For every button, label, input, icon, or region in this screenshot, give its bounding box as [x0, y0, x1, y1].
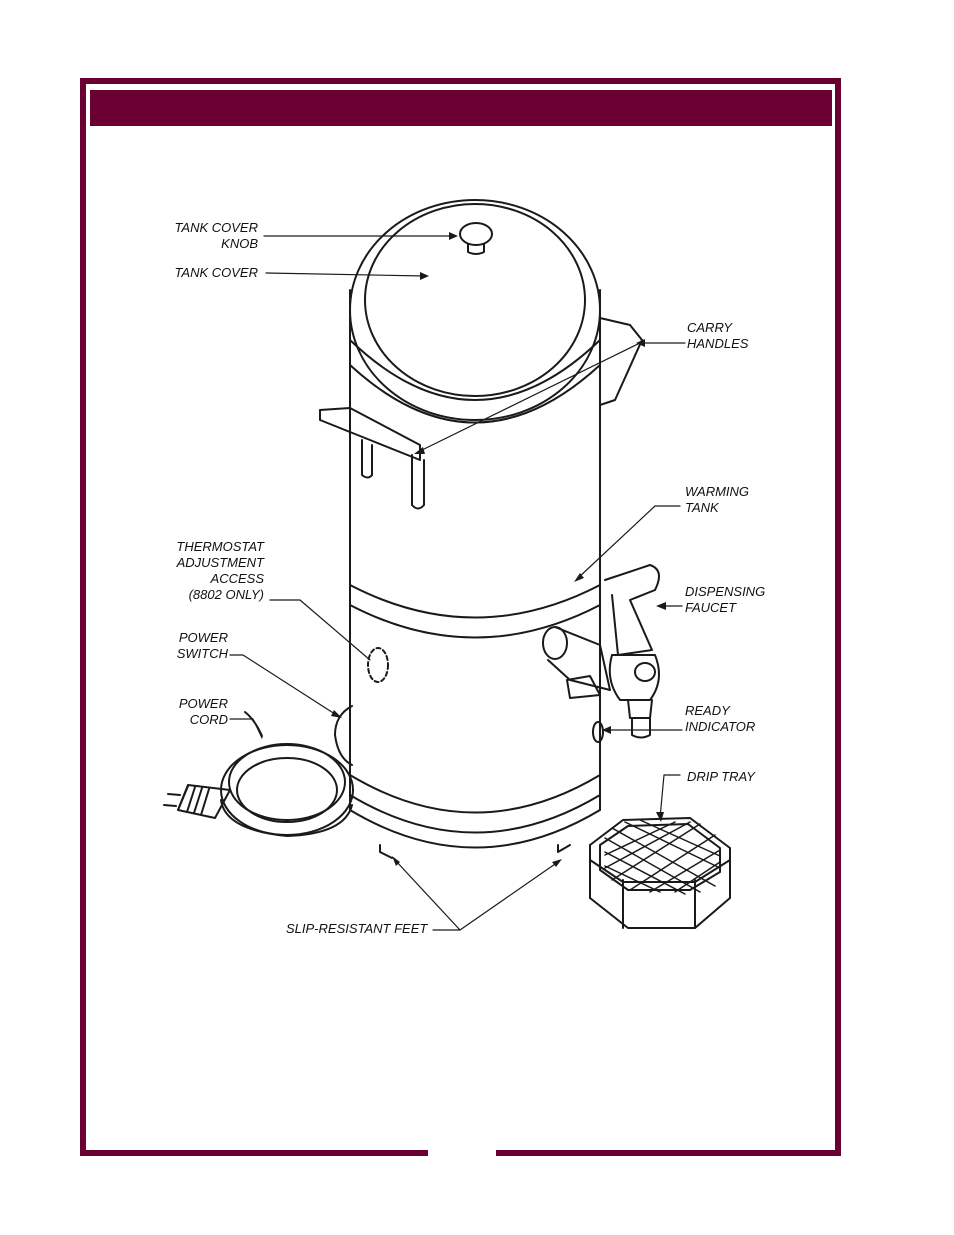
thermostat-access-outline: [367, 647, 389, 683]
drip-tray-illustration: [589, 817, 731, 929]
dispensing-faucet-illustration: [542, 564, 660, 739]
header-bar: [90, 90, 832, 126]
ready-indicator-illustration: [592, 721, 604, 743]
warming-tank-illustration: [349, 199, 601, 859]
label-slip-resistant-feet: SLIP-RESISTANT FEET: [286, 921, 428, 936]
label-drip-tray: DRIP TRAY: [687, 769, 755, 784]
carry-handles-illustration: [319, 317, 643, 510]
power-switch-illustration: [334, 705, 353, 766]
label-tank-cover: TANK COVER: [174, 265, 258, 280]
leader-lines: [229, 235, 686, 931]
power-cord-illustration: [163, 711, 354, 837]
arrowheads: [331, 232, 666, 867]
page-number-gap: [428, 1144, 496, 1160]
tank-cover-knob-illustration: [459, 222, 493, 255]
